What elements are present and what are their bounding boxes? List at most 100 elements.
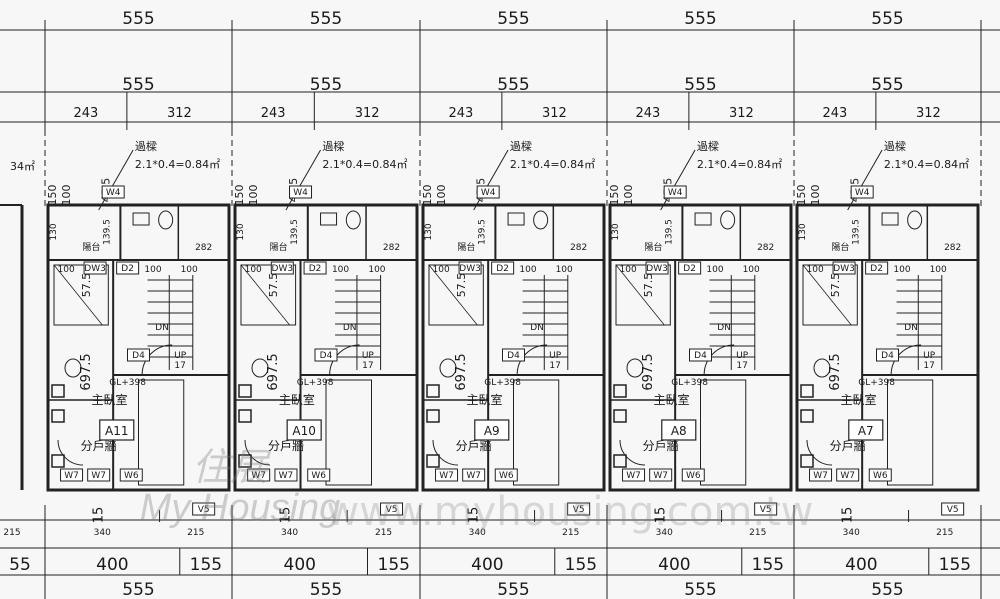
dim-split-right-3: 312	[729, 106, 754, 121]
tag-D4-3-3: D4	[694, 351, 707, 361]
tag-DW3-1-2: DW3	[272, 264, 294, 274]
watermark-brand-en: My Housing	[140, 487, 341, 529]
dim-bottom-right-4: 155	[939, 555, 971, 575]
tag-box-3-4	[622, 468, 646, 482]
label-gl-2: GL+398	[484, 378, 521, 388]
label-dn-2: DN	[530, 323, 544, 333]
tag-box-3-2	[645, 261, 669, 275]
column-a-4	[800, 384, 814, 398]
beam-leader-0	[98, 149, 134, 211]
tag-W7-2-4: W7	[439, 471, 454, 481]
tag-D2-0-1: D2	[121, 264, 134, 274]
label-up-num-0: 17	[174, 361, 185, 371]
column-c-0	[51, 454, 65, 468]
dim-edge-bottom-left: 55	[9, 555, 31, 575]
door-arc-b-2	[432, 439, 459, 466]
idim-100c-1: 100	[368, 265, 385, 275]
beam-leader-3	[660, 149, 696, 211]
dim-split-left-0: 243	[74, 106, 99, 121]
bedroom-box-2	[513, 379, 560, 486]
idim-282-1: 282	[383, 243, 400, 253]
vdim-139-0: 139.5	[103, 219, 113, 245]
label-up-1: UP	[362, 351, 375, 361]
label-dn-0: DN	[155, 323, 169, 333]
tag-box-4-7	[941, 502, 965, 516]
idim-100a-1: 100	[245, 265, 262, 275]
tag-W6-2-6: W6	[499, 471, 514, 481]
vdim-15-4: 15	[840, 507, 855, 524]
unit-outer-wall-2	[421, 203, 606, 492]
label-gl-4: GL+398	[858, 378, 895, 388]
vdim-139-4: 139.5	[852, 219, 862, 245]
dim-bottom-total-0: 555	[122, 580, 154, 599]
dim-bottom-right-1: 155	[378, 555, 410, 575]
tag-D2-1-1: D2	[309, 264, 322, 274]
watermark-url: www.myhousing.com.tw	[327, 489, 814, 535]
tag-box-1-4	[247, 468, 271, 482]
vdim-100-0: 100	[60, 185, 73, 206]
door-arc-1	[329, 344, 360, 376]
tag-V5-0-7: V5	[198, 505, 210, 515]
dim-lower-right-2: 215	[562, 528, 579, 538]
tag-box-3-5	[649, 468, 673, 482]
dim-split-right-0: 312	[167, 106, 192, 121]
tag-box-3-6	[681, 468, 705, 482]
column-c-4	[800, 454, 814, 468]
dim-second-3: 555	[684, 75, 716, 95]
unit-outer-wall-4	[795, 203, 980, 492]
vdim-15-0: 15	[91, 507, 106, 524]
dim-split-left-3: 243	[636, 106, 661, 121]
tag-box-4-6	[868, 468, 892, 482]
label-up-num-4: 17	[923, 361, 934, 371]
beam-formula-2: 2.1*0.4=0.84㎡	[510, 158, 595, 171]
label-balcony-4: 陽台	[831, 241, 849, 253]
beam-label-3: 過樑	[697, 140, 719, 153]
column-b-0	[51, 409, 65, 423]
idim-100b-1: 100	[332, 265, 349, 275]
vdim-130-3: 130	[611, 223, 621, 240]
door-arc-b-1	[244, 439, 271, 466]
column-c-1	[238, 454, 252, 468]
tag-box-4-1	[865, 261, 889, 275]
dim-bottom-total-1: 555	[310, 580, 342, 599]
door-arc-4	[890, 344, 922, 376]
idim-100c-2: 100	[556, 265, 573, 275]
vdim-15-2: 15	[466, 507, 481, 524]
dim-second-4: 555	[871, 75, 903, 95]
label-up-3: UP	[736, 351, 749, 361]
tag-box-3-1	[678, 261, 702, 275]
dim-split-right-2: 312	[542, 106, 567, 121]
dim-second-1: 555	[310, 75, 342, 95]
sink-4	[881, 212, 899, 226]
closet-x1-0	[53, 264, 103, 326]
vdim-57-2: 57.5	[455, 273, 468, 298]
idim-100b-2: 100	[519, 265, 536, 275]
tag-W7-0-5: W7	[91, 471, 106, 481]
dim-lower-left-4: 340	[843, 528, 860, 538]
tag-box-2-5	[462, 468, 486, 482]
idim-100a-2: 100	[433, 265, 450, 275]
tag-box-0-3	[127, 348, 150, 362]
unit-label-box-3	[661, 419, 697, 441]
tag-box-2-1	[491, 261, 515, 275]
watermark-brand-cn: 住展	[192, 447, 272, 489]
tag-box-4-5	[836, 468, 860, 482]
idim-100c-3: 100	[743, 265, 760, 275]
tag-DW3-2-2: DW3	[459, 264, 481, 274]
label-balcony-1: 陽台	[270, 241, 288, 253]
vdim-130-4: 130	[798, 223, 808, 240]
beam-leader-2	[473, 149, 509, 211]
tag-box-2-7	[567, 502, 591, 516]
tag-W7-4-4: W7	[813, 471, 828, 481]
tag-box-1-2	[270, 261, 294, 275]
dim-split-right-1: 312	[355, 106, 380, 121]
closet-1	[240, 264, 297, 326]
label-master-bedroom-1: 主臥室	[279, 392, 315, 407]
vdim-130-1: 130	[236, 223, 246, 240]
vdim-697-1: 697.5	[266, 353, 281, 390]
bedroom-box-4	[887, 379, 934, 486]
column-c-2	[426, 454, 440, 468]
vdim-697-3: 697.5	[641, 353, 656, 390]
tag-box-1-6	[307, 468, 331, 482]
bedroom-box-3	[700, 379, 747, 486]
